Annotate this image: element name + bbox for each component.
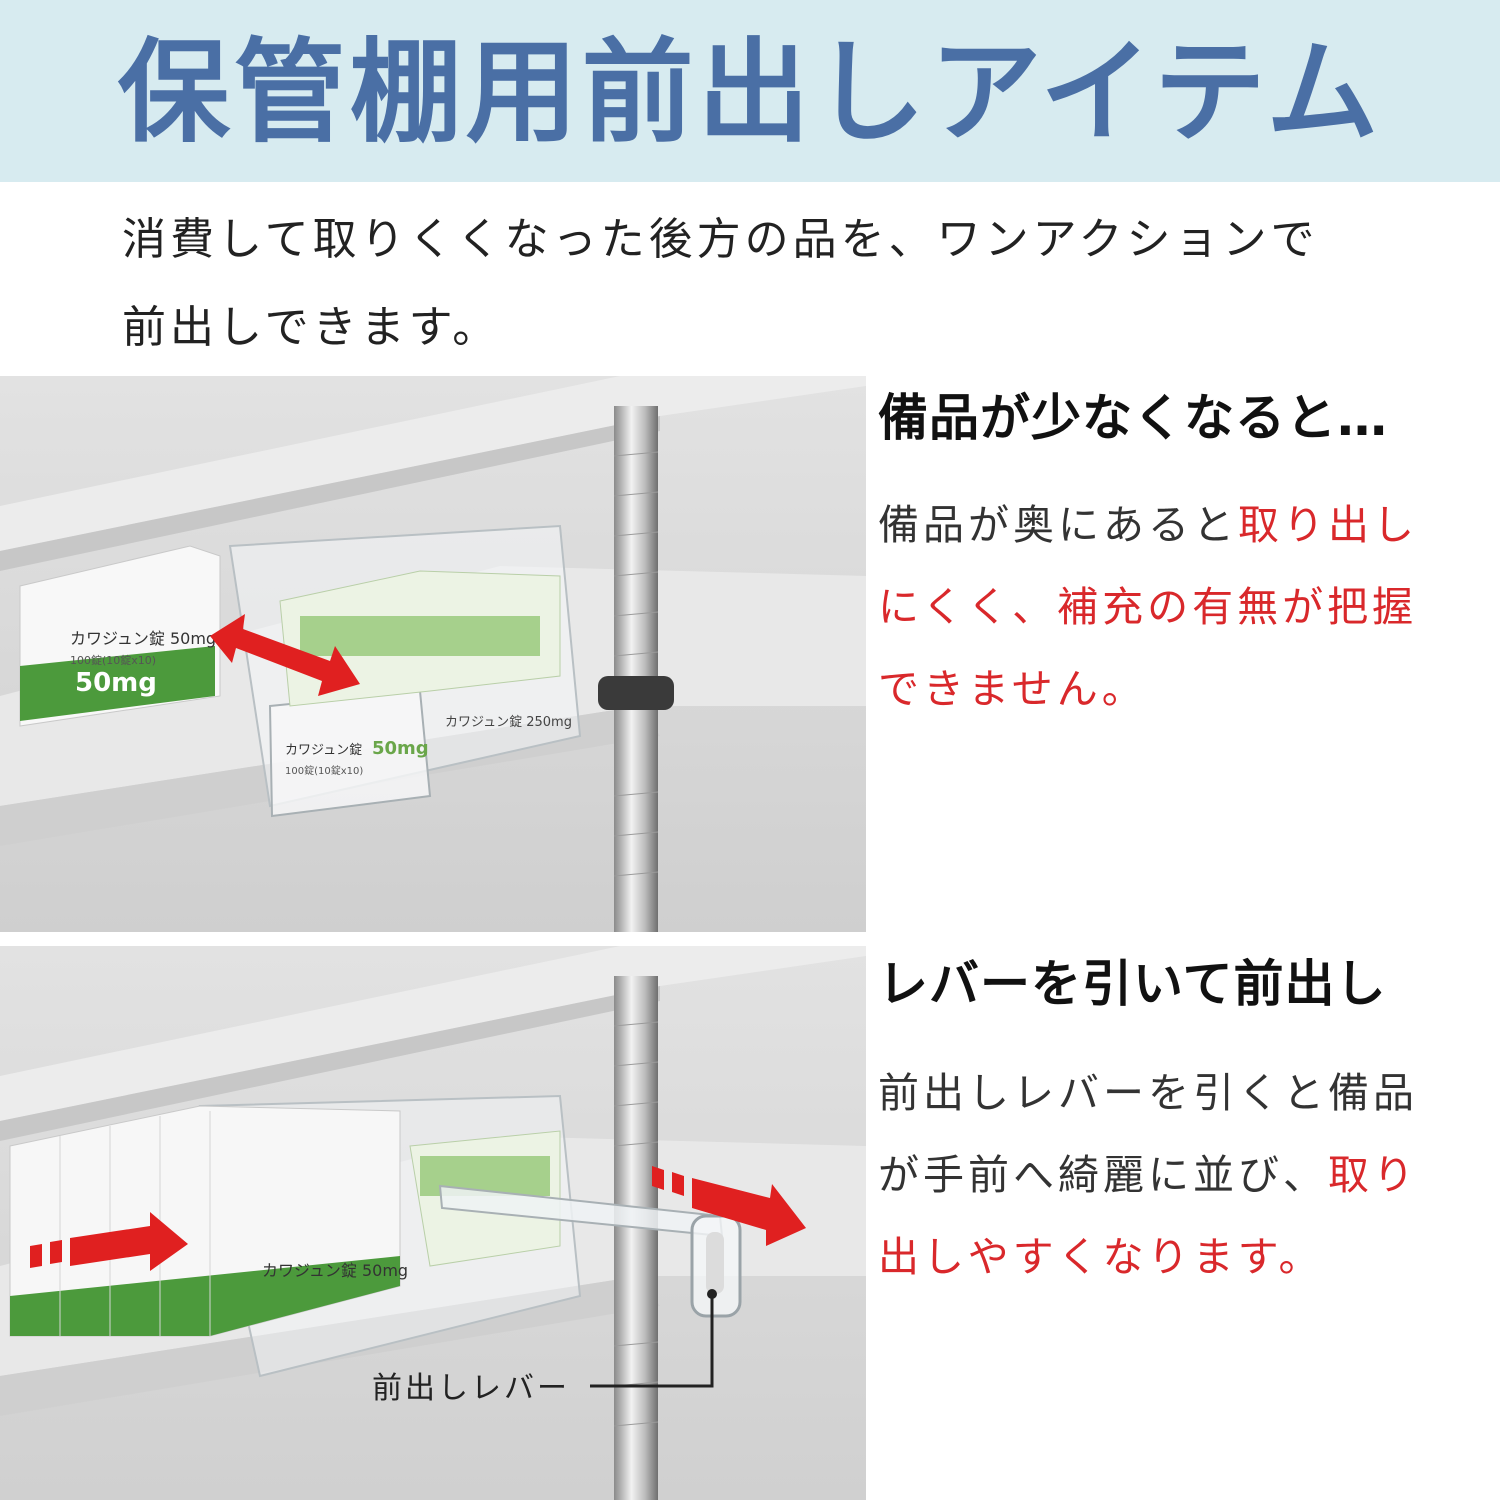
- lever-label: 前出しレバー: [372, 1371, 570, 1406]
- push-arrow-icon: [30, 1212, 188, 1271]
- panel1-body-red-1: 取り出し: [1238, 501, 1418, 549]
- intro-line-1: 消費して取りくくなった後方の品を、ワンアクションで: [122, 214, 1319, 265]
- tray-label-count: 100錠(10錠x10): [285, 764, 363, 777]
- box-row: [9, 1105, 401, 1337]
- panel1-body-red-3: できません。: [878, 665, 1147, 713]
- tray-label-dose: 50mg: [372, 738, 429, 759]
- shelf-photo-before: カワジュン錠 50mg 100錠(10錠x10) 50mg カワジュン錠 250…: [0, 376, 866, 932]
- green-box-label: カワジュン錠 250mg: [445, 715, 572, 730]
- header-banner: 保管棚用前出しアイテム: [0, 0, 1500, 182]
- shelf-photo-after: カワジュン錠 50mg 前出しレバー: [0, 946, 866, 1500]
- panel1-body-text: 備品が奥にあると: [878, 501, 1238, 549]
- box-label-dose: 50mg: [75, 668, 157, 698]
- tray-label-name: カワジュン錠: [285, 743, 362, 758]
- panel1-heading: 備品が少なくなると…: [878, 389, 1388, 447]
- panel2-body: 前出しレバーを引くと備品 が手前へ綺麗に並び、取り 出しやすくなります。: [878, 1052, 1478, 1298]
- panel2-body-red-1: 取り: [1328, 1151, 1418, 1199]
- panel1-body: 備品が奥にあると取り出し にくく、補充の有無が把握 できません。: [878, 484, 1478, 730]
- double-arrow-icon: [210, 614, 360, 696]
- panel1-body-red-2: にくく、補充の有無が把握: [878, 583, 1418, 631]
- panel2-heading: レバーを引いて前出し: [878, 955, 1387, 1013]
- intro-line-2: 前出しできます。: [122, 302, 501, 353]
- panel2-body-red-2: 出しやすくなります。: [878, 1233, 1324, 1281]
- pull-arrow-icon: [652, 1166, 806, 1246]
- page-title: 保管棚用前出しアイテム: [117, 28, 1383, 158]
- box-label-name: カワジュン錠 50mg: [70, 629, 216, 648]
- intro-text: 消費して取りくくなった後方の品を、ワンアクションで 前出しできます。: [122, 196, 1422, 372]
- box-row-label: カワジュン錠 50mg: [262, 1261, 408, 1280]
- panel2-body-line-1: 前出しレバーを引くと備品: [878, 1069, 1418, 1117]
- panel2-body-line-2: が手前へ綺麗に並び、: [878, 1151, 1328, 1199]
- box-label-count: 100錠(10錠x10): [70, 653, 156, 667]
